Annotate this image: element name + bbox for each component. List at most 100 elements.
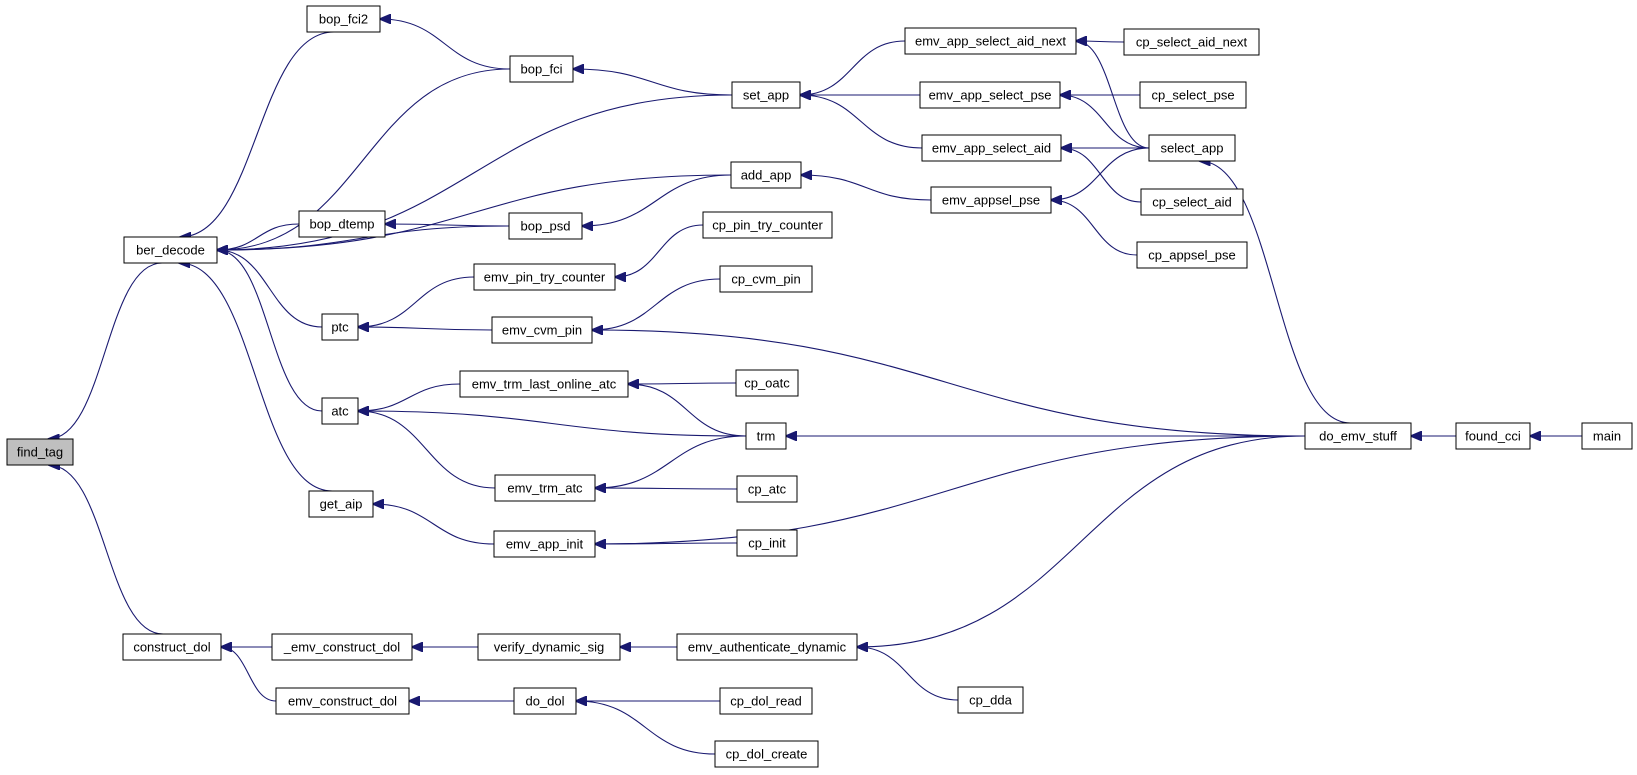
- node-cp_dol_read[interactable]: cp_dol_read: [719, 687, 813, 715]
- node-emv_pin_try_counter[interactable]: emv_pin_try_counter: [473, 263, 616, 291]
- node-bop_psd[interactable]: bop_psd: [508, 212, 583, 240]
- node-label: do_emv_stuff: [1319, 429, 1397, 444]
- node-do_dol[interactable]: do_dol: [513, 687, 577, 715]
- edge-bop_psd-to-ber_decode: [217, 225, 510, 250]
- node-cp_init[interactable]: cp_init: [736, 529, 798, 557]
- node-emv_app_init[interactable]: emv_app_init: [493, 530, 596, 558]
- node-emv_appsel_pse[interactable]: emv_appsel_pse: [930, 186, 1052, 214]
- edge-cp_pin_try_counter-to-emv_pin_try_counter: [615, 224, 704, 277]
- node-label: set_app: [743, 88, 789, 103]
- node-label: emv_trm_last_online_atc: [472, 377, 617, 392]
- node-cp_cvm_pin[interactable]: cp_cvm_pin: [719, 265, 813, 293]
- edge-select_app-to-emv_app_select_pse: [1060, 95, 1150, 149]
- node-emv_app_select_aid_next[interactable]: emv_app_select_aid_next: [904, 27, 1077, 55]
- node-cp_appsel_pse[interactable]: cp_appsel_pse: [1136, 241, 1248, 269]
- edge-emv_app_init-to-get_aip: [373, 504, 495, 545]
- node-cp_pin_try_counter[interactable]: cp_pin_try_counter: [702, 211, 833, 239]
- node-ptc[interactable]: ptc: [321, 313, 359, 341]
- node-find_tag[interactable]: find_tag: [6, 438, 74, 466]
- node-label: construct_dol: [133, 640, 210, 655]
- node-label: cp_dol_read: [730, 694, 802, 709]
- node-trm[interactable]: trm: [745, 422, 787, 450]
- node-label: cp_cvm_pin: [731, 272, 800, 287]
- node-label: main: [1593, 429, 1621, 444]
- node-box: [321, 397, 359, 425]
- edge-trm-to-atc: [358, 411, 747, 437]
- node-do_emv_stuff[interactable]: do_emv_stuff: [1304, 422, 1412, 450]
- node-label: emv_construct_dol: [288, 694, 397, 709]
- node-box: [298, 210, 386, 238]
- node-label: cp_select_pse: [1151, 88, 1234, 103]
- node-emv_app_select_pse[interactable]: emv_app_select_pse: [919, 81, 1061, 109]
- node-box: [123, 236, 218, 264]
- node-box: [719, 265, 813, 293]
- edge-bop_dtemp-to-ber_decode: [217, 223, 300, 250]
- node-main[interactable]: main: [1581, 422, 1633, 450]
- node-box: [509, 55, 574, 83]
- node-box: [1123, 28, 1260, 56]
- node-box: [919, 81, 1061, 109]
- node-construct_dol[interactable]: construct_dol: [122, 633, 222, 661]
- node-emv_cvm_pin[interactable]: emv_cvm_pin: [491, 316, 593, 344]
- node-box: [676, 633, 858, 661]
- node-label: bop_psd: [521, 219, 571, 234]
- edge-cp_select_aid_next-to-emv_app_select_aid_next: [1076, 41, 1125, 42]
- node-label: verify_dynamic_sig: [494, 640, 605, 655]
- node-label: ber_decode: [136, 243, 205, 258]
- node-label: emv_app_select_pse: [929, 88, 1052, 103]
- node-box: [308, 490, 374, 518]
- node-cp_oatc[interactable]: cp_oatc: [735, 369, 799, 397]
- edge-emv_app_select_aid-to-set_app: [800, 95, 923, 149]
- node-emv_trm_last_online_atc[interactable]: emv_trm_last_online_atc: [459, 370, 629, 398]
- node-found_cci[interactable]: found_cci: [1455, 422, 1531, 450]
- node-select_app[interactable]: select_app: [1148, 134, 1236, 162]
- node-atc[interactable]: atc: [321, 397, 359, 425]
- edge-emv_app_select_aid_next-to-set_app: [800, 40, 906, 95]
- node-bop_dtemp[interactable]: bop_dtemp: [298, 210, 386, 238]
- node-box: [730, 161, 802, 189]
- node-label: found_cci: [1465, 429, 1521, 444]
- node-box: [459, 370, 629, 398]
- node-set_app[interactable]: set_app: [731, 81, 801, 109]
- node-box: [508, 212, 583, 240]
- node-label: cp_dda: [969, 693, 1012, 708]
- node-bop_fci[interactable]: bop_fci: [509, 55, 574, 83]
- node-box: [735, 369, 799, 397]
- edge-cp_atc-to-emv_trm_atc: [595, 488, 738, 489]
- node-cp_dda[interactable]: cp_dda: [957, 686, 1024, 714]
- node-box: [477, 633, 621, 661]
- edge-cp_cvm_pin-to-emv_cvm_pin: [592, 278, 721, 330]
- node-label: ptc: [331, 320, 349, 335]
- node-cp_select_aid[interactable]: cp_select_aid: [1140, 188, 1244, 216]
- node-cp_select_aid_next[interactable]: cp_select_aid_next: [1123, 28, 1260, 56]
- node-bop_fci2[interactable]: bop_fci2: [306, 5, 381, 33]
- node-add_app[interactable]: add_app: [730, 161, 802, 189]
- node-emv_app_select_aid[interactable]: emv_app_select_aid: [921, 134, 1062, 162]
- node-label: emv_pin_try_counter: [484, 270, 606, 285]
- node-cp_atc[interactable]: cp_atc: [736, 475, 798, 503]
- node-get_aip[interactable]: get_aip: [308, 490, 374, 518]
- node-box: [321, 313, 359, 341]
- node-ber_decode[interactable]: ber_decode: [123, 236, 218, 264]
- node-cp_dol_create[interactable]: cp_dol_create: [714, 740, 819, 768]
- node-label: cp_atc: [748, 482, 787, 497]
- node-label: bop_dtemp: [309, 217, 374, 232]
- edge-set_app-to-bop_fci: [573, 69, 733, 96]
- node-cp_select_pse[interactable]: cp_select_pse: [1139, 81, 1247, 109]
- node-emv_construct_dol[interactable]: emv_construct_dol: [275, 687, 410, 715]
- edge-bop_fci-to-ber_decode: [217, 68, 511, 250]
- node-emv_trm_atc[interactable]: emv_trm_atc: [494, 474, 596, 502]
- node-emv_authenticate_dynamic[interactable]: emv_authenticate_dynamic: [676, 633, 858, 661]
- edge-get_aip-to-ber_decode: [179, 263, 333, 492]
- edge-do_emv_stuff-to-emv_authenticate_dynamic: [857, 435, 1306, 647]
- node-box: [306, 5, 381, 33]
- node-_emv_construct_dol[interactable]: _emv_construct_dol: [271, 633, 413, 661]
- node-box: [1304, 422, 1412, 450]
- node-box: [736, 475, 798, 503]
- node-label: do_dol: [525, 694, 564, 709]
- node-label: add_app: [741, 168, 792, 183]
- node-box: [275, 687, 410, 715]
- node-label: emv_app_init: [506, 537, 584, 552]
- node-verify_dynamic_sig[interactable]: verify_dynamic_sig: [477, 633, 621, 661]
- edges-layer: [48, 19, 1582, 755]
